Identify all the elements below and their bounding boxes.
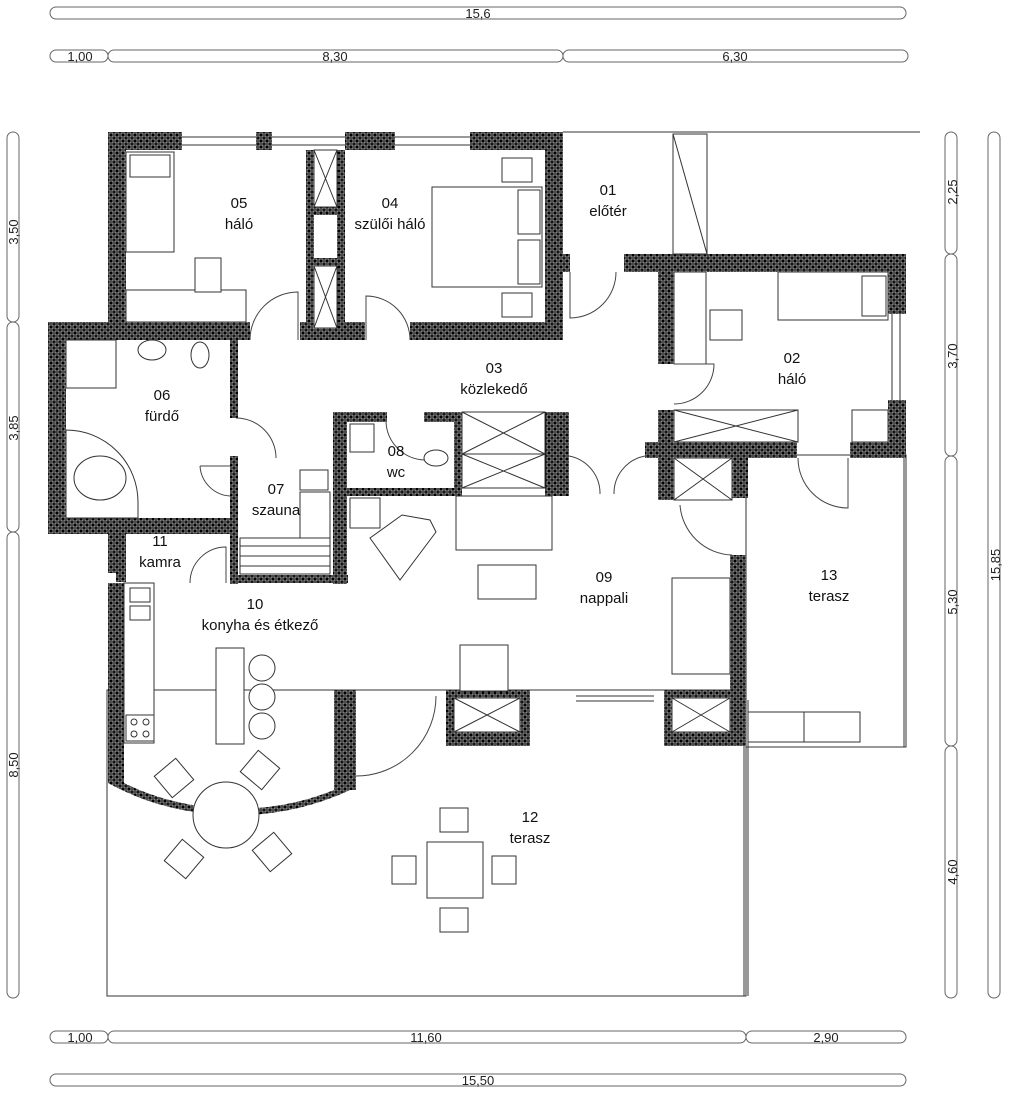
dim-right-seg-4: 4,60	[945, 859, 960, 884]
room-03-label: 03 közlekedő	[460, 360, 528, 398]
room-03-number: 03	[486, 360, 503, 377]
room-01-label: 01 előtér	[589, 182, 627, 220]
room-05-number: 05	[231, 195, 248, 212]
room-02-name: háló	[778, 371, 806, 388]
dimension-left-segments: 3,50 3,85 8,50	[6, 131, 21, 999]
dimension-bottom-segments: 1,00 11,60 2,90	[49, 1030, 907, 1045]
dim-bottom-seg-1: 1,00	[67, 1030, 92, 1045]
room-07-label: 07 szauna	[252, 481, 301, 519]
room-01-name: előtér	[589, 203, 627, 220]
room-03-name: közlekedő	[460, 381, 528, 398]
room-09-label: 09 nappali	[580, 569, 628, 607]
room-05-label: 05 háló	[225, 195, 253, 233]
dim-top-seg-3: 6,30	[722, 49, 747, 64]
room-13-number: 13	[821, 567, 838, 584]
dim-top-seg-1: 1,00	[67, 49, 92, 64]
room-02-number: 02	[784, 350, 801, 367]
sauna-bench	[240, 491, 331, 567]
dimension-right-segments: 2,25 3,70 5,30 4,60	[944, 131, 960, 999]
room-13-name: terasz	[809, 588, 850, 605]
dim-right-seg-1: 2,25	[945, 179, 960, 204]
room-11-number: 11	[152, 533, 168, 550]
dim-right-seg-2: 3,70	[945, 343, 960, 368]
dim-top-total: 15,6	[465, 6, 490, 21]
dim-top-seg-2: 8,30	[322, 49, 347, 64]
dimension-top-total: 15,6	[49, 6, 907, 21]
room-09-number: 09	[596, 569, 613, 586]
room-08-label: 08 wc	[386, 443, 406, 481]
dim-right-total: 15,85	[988, 549, 1003, 582]
room-12-number: 12	[522, 809, 539, 826]
room-13-label: 13 terasz	[809, 567, 850, 605]
room-09-name: nappali	[580, 590, 628, 607]
room-labels: 01 előtér 02 háló 03 közlekedő 04 szülői…	[139, 182, 849, 847]
room-06-name: fürdő	[145, 408, 179, 425]
room-10-label: 10 konyha és étkező	[202, 596, 319, 634]
room-07-number: 07	[268, 481, 285, 498]
room-01-number: 01	[600, 182, 617, 199]
dimension-top-segments: 1,00 8,30 6,30	[49, 49, 909, 64]
room-11-name: kamra	[139, 554, 181, 571]
dim-bottom-seg-3: 2,90	[813, 1030, 838, 1045]
dim-bottom-total: 15,50	[462, 1073, 495, 1088]
dim-left-seg-1: 3,50	[6, 219, 21, 244]
dim-left-seg-2: 3,85	[6, 415, 21, 440]
room-04-name: szülői háló	[355, 216, 426, 233]
room-07-name: szauna	[252, 502, 301, 519]
room-06-number: 06	[154, 387, 171, 404]
room-05-name: háló	[225, 216, 253, 233]
dim-right-seg-3: 5,30	[945, 589, 960, 614]
room-12-label: 12 terasz	[510, 809, 551, 847]
furniture	[65, 133, 889, 933]
doors	[108, 271, 849, 777]
room-04-label: 04 szülői háló	[355, 195, 426, 233]
dimension-bottom-total: 15,50	[49, 1073, 907, 1088]
room-04-number: 04	[382, 195, 399, 212]
room-10-number: 10	[247, 596, 264, 613]
room-10-name: konyha és étkező	[202, 617, 319, 634]
dim-left-seg-3: 8,50	[6, 752, 21, 777]
room-12-name: terasz	[510, 830, 551, 847]
room-08-name: wc	[386, 464, 406, 481]
dimension-right-total: 15,85	[987, 131, 1003, 999]
room-08-number: 08	[388, 443, 405, 460]
room-06-label: 06 fürdő	[145, 387, 179, 425]
room-11-label: 11 kamra	[139, 533, 181, 571]
room-02-label: 02 háló	[778, 350, 806, 388]
dim-bottom-seg-2: 11,60	[410, 1030, 442, 1045]
